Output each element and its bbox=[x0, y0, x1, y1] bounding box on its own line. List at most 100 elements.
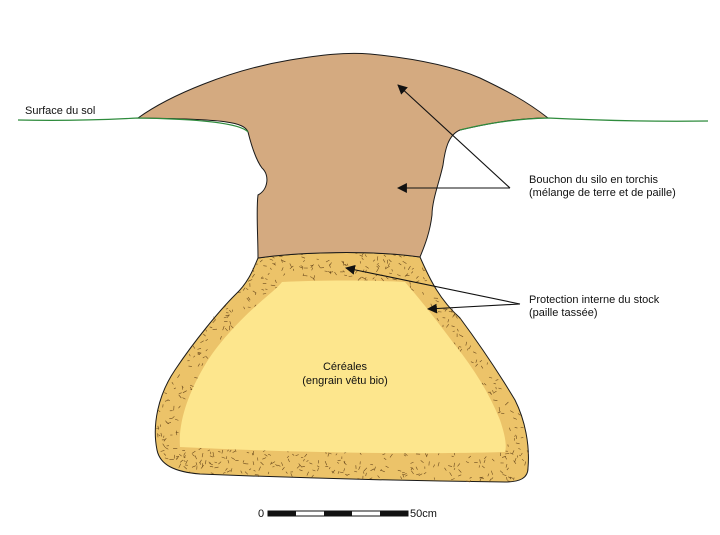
straw-fiber bbox=[513, 460, 517, 464]
straw-fiber bbox=[388, 259, 392, 263]
straw-fiber bbox=[451, 455, 454, 457]
straw-fiber bbox=[509, 452, 514, 455]
straw-fiber bbox=[376, 265, 380, 269]
straw-fiber bbox=[223, 316, 228, 319]
straw-fiber bbox=[259, 259, 263, 263]
straw-fiber bbox=[164, 447, 169, 450]
straw-fiber bbox=[207, 449, 211, 452]
straw-fiber bbox=[493, 383, 496, 385]
straw-fiber bbox=[512, 450, 515, 454]
straw-fiber bbox=[486, 362, 488, 365]
straw-fiber bbox=[376, 268, 379, 273]
straw-fiber bbox=[240, 470, 243, 474]
straw-fiber bbox=[246, 452, 250, 454]
straw-fiber bbox=[253, 469, 256, 472]
straw-fiber bbox=[385, 276, 389, 280]
scale-bar bbox=[267, 510, 409, 517]
straw-fiber bbox=[199, 459, 202, 463]
straw-fiber bbox=[200, 340, 204, 343]
straw-fiber bbox=[513, 477, 515, 481]
straw-fiber bbox=[346, 473, 350, 476]
straw-fiber bbox=[229, 309, 232, 313]
straw-fiber bbox=[285, 471, 288, 474]
straw-fiber bbox=[502, 474, 507, 476]
straw-fiber bbox=[269, 258, 274, 261]
straw-fiber bbox=[222, 325, 225, 331]
straw-fiber bbox=[213, 316, 216, 320]
straw-fiber bbox=[481, 465, 485, 469]
straw-fiber bbox=[453, 312, 456, 317]
straw-fiber bbox=[209, 326, 213, 329]
straw-fiber bbox=[229, 449, 232, 453]
straw-fiber bbox=[167, 399, 171, 401]
straw-fiber bbox=[260, 276, 263, 279]
straw-fiber bbox=[160, 432, 163, 437]
straw-fiber bbox=[156, 427, 160, 429]
straw-fiber bbox=[337, 471, 340, 474]
straw-fiber bbox=[480, 476, 485, 480]
straw-fiber bbox=[205, 460, 207, 465]
straw-fiber bbox=[416, 275, 419, 279]
straw-fiber bbox=[220, 336, 222, 340]
straw-fiber bbox=[174, 418, 179, 421]
straw-fiber bbox=[329, 262, 332, 266]
straw-fiber bbox=[383, 457, 387, 460]
straw-fiber bbox=[306, 459, 309, 463]
straw-fiber bbox=[459, 348, 463, 352]
straw-fiber bbox=[334, 271, 337, 276]
straw-fiber bbox=[514, 427, 518, 429]
straw-fiber bbox=[328, 452, 332, 455]
straw-fiber bbox=[418, 473, 423, 477]
straw-fiber bbox=[489, 391, 492, 396]
straw-fiber bbox=[214, 466, 219, 469]
straw-fiber bbox=[505, 464, 508, 468]
straw-fiber bbox=[372, 259, 376, 262]
straw-fiber bbox=[348, 275, 353, 277]
straw-fiber bbox=[226, 456, 228, 460]
straw-fiber bbox=[400, 476, 403, 480]
straw-fiber bbox=[327, 453, 330, 457]
straw-fiber bbox=[423, 269, 427, 272]
straw-fiber bbox=[157, 425, 159, 430]
grain-label-line1: Céréales bbox=[322, 361, 368, 373]
straw-fiber bbox=[271, 461, 276, 465]
straw-fiber bbox=[312, 277, 315, 281]
straw-fiber bbox=[363, 471, 365, 474]
straw-fiber bbox=[465, 341, 467, 346]
straw-fiber bbox=[364, 254, 367, 258]
straw-fiber bbox=[312, 469, 316, 472]
ground-surface-line bbox=[17, 117, 709, 133]
straw-fiber bbox=[504, 456, 507, 460]
straw-fiber bbox=[483, 459, 486, 464]
straw-fiber bbox=[361, 276, 366, 280]
straw-fiber bbox=[369, 477, 373, 480]
straw-fiber bbox=[416, 280, 420, 283]
straw-fiber bbox=[189, 353, 191, 357]
straw-fiber bbox=[191, 450, 196, 454]
straw-fiber bbox=[411, 470, 414, 475]
straw-fiber bbox=[415, 466, 418, 470]
straw-fiber bbox=[507, 480, 511, 482]
straw-fiber bbox=[184, 455, 186, 459]
straw-fiber bbox=[331, 470, 335, 474]
straw-fiber bbox=[391, 269, 393, 272]
straw-fiber bbox=[214, 461, 218, 464]
straw-fiber bbox=[359, 276, 362, 280]
straw-fiber bbox=[311, 264, 314, 267]
straw-fiber bbox=[158, 434, 161, 437]
straw-fiber bbox=[468, 345, 472, 349]
straw-fiber bbox=[404, 452, 408, 456]
straw-fiber bbox=[465, 461, 469, 464]
straw-fiber bbox=[361, 257, 364, 260]
straw-fiber bbox=[517, 455, 519, 458]
straw-fiber bbox=[457, 463, 461, 467]
straw-fiber bbox=[437, 462, 440, 467]
straw-fiber bbox=[451, 325, 455, 327]
straw-fiber bbox=[324, 460, 328, 466]
straw-fiber bbox=[230, 325, 234, 329]
straw-fiber bbox=[457, 474, 462, 477]
straw-fiber bbox=[252, 461, 255, 466]
straw-fiber bbox=[517, 413, 521, 416]
straw-fiber bbox=[451, 308, 453, 312]
straw-fiber bbox=[481, 382, 484, 385]
